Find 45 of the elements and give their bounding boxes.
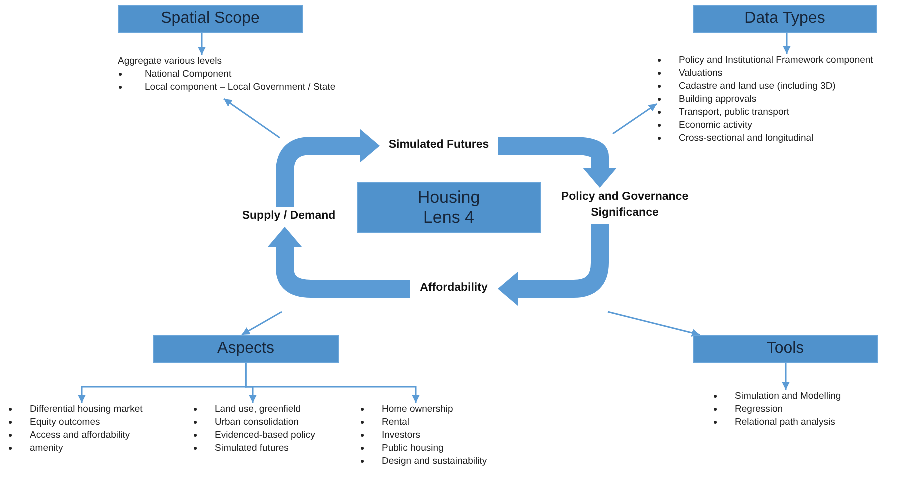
arrow — [782, 363, 790, 390]
bullet-item: Differential housing market — [8, 403, 143, 416]
bullet-item: Rental — [360, 416, 410, 429]
bullet-item: Simulation and Modelling — [713, 390, 842, 403]
arrow — [198, 33, 206, 55]
bullet-item: Home ownership — [360, 403, 454, 416]
list-heading: Aggregate various levels — [118, 55, 222, 68]
category-box: Aspects — [153, 335, 339, 363]
bullet-item: Building approvals — [657, 93, 757, 106]
bullet-item: Evidenced-based policy — [193, 429, 316, 442]
curved-arrow — [498, 137, 617, 188]
category-box: Tools — [693, 335, 878, 363]
cycle-label: Simulated Futures — [380, 136, 498, 156]
category-box: Spatial Scope — [118, 5, 303, 33]
category-box: Housing Lens 4 — [357, 182, 541, 233]
category-box: Data Types — [693, 5, 877, 33]
bullet-item: Cross-sectional and longitudinal — [657, 132, 814, 145]
bullet-item: amenity — [8, 442, 64, 455]
bullet-item: Access and affordability — [8, 429, 130, 442]
bullet-item: Transport, public transport — [657, 106, 790, 119]
arrow — [242, 311, 282, 336]
arrow — [608, 311, 700, 337]
bullet-item: Investors — [360, 429, 421, 442]
bullet-item: Simulated futures — [193, 442, 289, 455]
bullet-item: Economic activity — [657, 119, 752, 132]
bullet-item: Relational path analysis — [713, 416, 836, 429]
cycle-label: Affordability — [410, 279, 498, 299]
cycle-label: Policy and Governance Significance — [548, 188, 702, 224]
arrow — [224, 98, 280, 139]
bullet-item: Cadastre and land use (including 3D) — [657, 80, 836, 93]
bullet-item: Land use, greenfield — [193, 403, 302, 416]
arrow — [783, 33, 791, 54]
curved-arrow — [268, 227, 410, 298]
cycle-label: Supply / Demand — [232, 207, 346, 227]
bullet-item: Urban consolidation — [193, 416, 299, 429]
bullet-item: National Component — [118, 68, 232, 81]
bullet-item: Regression — [713, 403, 784, 416]
arrow — [245, 363, 420, 403]
bullet-item: Design and sustainability — [360, 455, 488, 468]
bullet-item: Public housing — [360, 442, 444, 455]
bullet-item: Local component – Local Government / State — [118, 81, 336, 94]
bullet-item: Policy and Institutional Framework component — [657, 54, 874, 67]
arrow — [612, 103, 658, 135]
bullet-item: Equity outcomes — [8, 416, 100, 429]
bullet-item: Valuations — [657, 67, 723, 80]
